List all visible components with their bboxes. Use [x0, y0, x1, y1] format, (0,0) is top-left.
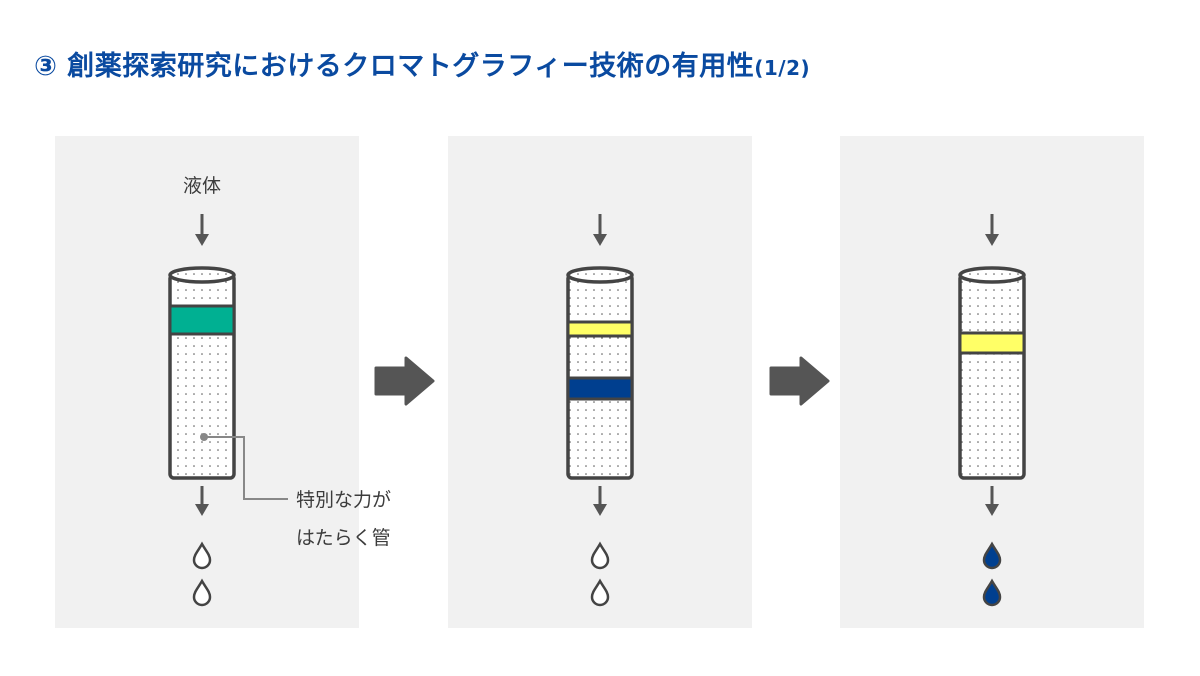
panel-separating	[448, 136, 752, 628]
compound-band	[168, 304, 236, 336]
column-tube	[566, 266, 634, 480]
down-arrow-icon	[985, 486, 999, 516]
title-text: ③ 創薬探索研究におけるクロマトグラフィー技術の有用性	[34, 51, 755, 82]
down-arrow-icon	[195, 486, 209, 516]
page-title: ③ 創薬探索研究におけるクロマトグラフィー技術の有用性(1/2)	[34, 44, 810, 83]
column-tube	[168, 266, 236, 480]
down-arrow-icon	[593, 214, 607, 246]
compound-band-yellow	[566, 320, 634, 338]
step-arrow-icon	[769, 356, 830, 406]
down-arrow-icon	[985, 214, 999, 246]
callout-label-line2: はたらく管	[296, 527, 391, 549]
step-arrow-icon	[374, 356, 435, 406]
callout-leader-line	[200, 433, 288, 500]
down-arrow-icon	[593, 486, 607, 516]
input-liquid-label: 液体	[183, 175, 221, 197]
compound-band-yellow	[958, 331, 1026, 355]
panel-separated	[840, 136, 1144, 628]
column-tube	[958, 266, 1026, 480]
callout-label-line1: 特別な力が	[296, 489, 391, 511]
down-arrow-icon	[195, 214, 209, 246]
title-page-indicator: (1/2)	[754, 56, 811, 80]
compound-band-blue	[566, 376, 634, 401]
panel-initial: 液体 特別な力が はたらく管	[55, 136, 391, 628]
